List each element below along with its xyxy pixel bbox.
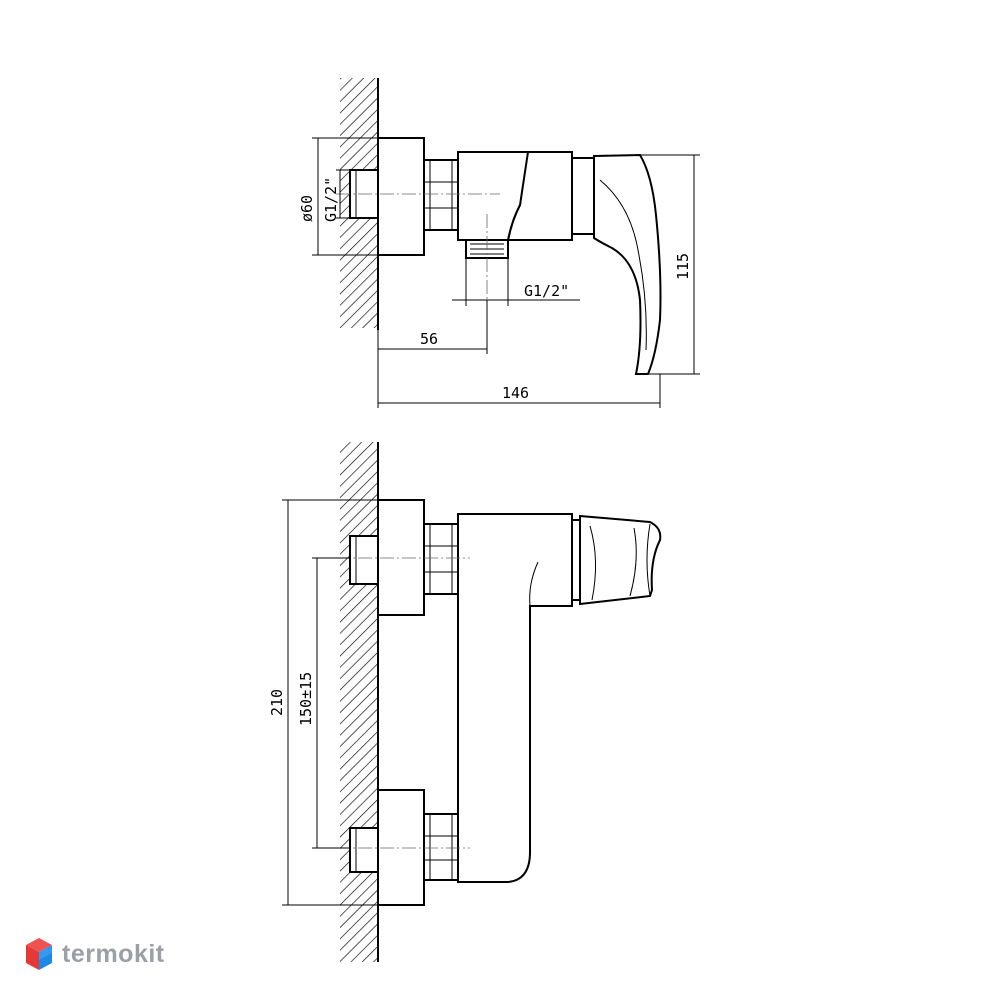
dim-total-height-label: 210 (268, 689, 286, 716)
lower-inlet (349, 789, 459, 906)
dim-inlet-diameter: ø60 (298, 195, 316, 222)
cube-icon (26, 938, 52, 970)
dim-total-height: 210 (268, 499, 424, 906)
dim-handle-height: 115 (640, 154, 700, 375)
side-view: 210 150±15 (268, 442, 662, 962)
lever-handle-top (593, 153, 662, 375)
brand-name: termokit (62, 939, 165, 968)
hex-nut-top (423, 159, 459, 231)
dim-total-depth: 146 (378, 374, 661, 408)
top-view: ø60 G1/2" G1/2" 56 146 115 (298, 78, 700, 408)
dim-inlet: ø60 G1/2" (298, 137, 378, 256)
dim-inlet-thread: G1/2" (322, 177, 340, 222)
dim-outlet-thread-label: G1/2" (524, 282, 569, 300)
dim-inlet-spacing: 150±15 (297, 557, 350, 849)
wall-flange-top (377, 137, 425, 256)
lever-handle-side (579, 514, 662, 606)
mixer-body-top (457, 151, 595, 241)
dim-inlet-spacing-label: 150±15 (297, 672, 315, 726)
dim-outlet-offset-label: 56 (420, 330, 438, 348)
dim-handle-height-label: 115 (674, 253, 692, 280)
dim-total-depth-label: 146 (502, 384, 529, 402)
brand-logo: termokit (24, 936, 165, 972)
dim-outlet-offset: 56 (377, 300, 488, 408)
dim-outlet-thread: G1/2" (452, 258, 580, 306)
mixer-body-side (457, 513, 573, 883)
wall-hatch-side (340, 442, 379, 962)
